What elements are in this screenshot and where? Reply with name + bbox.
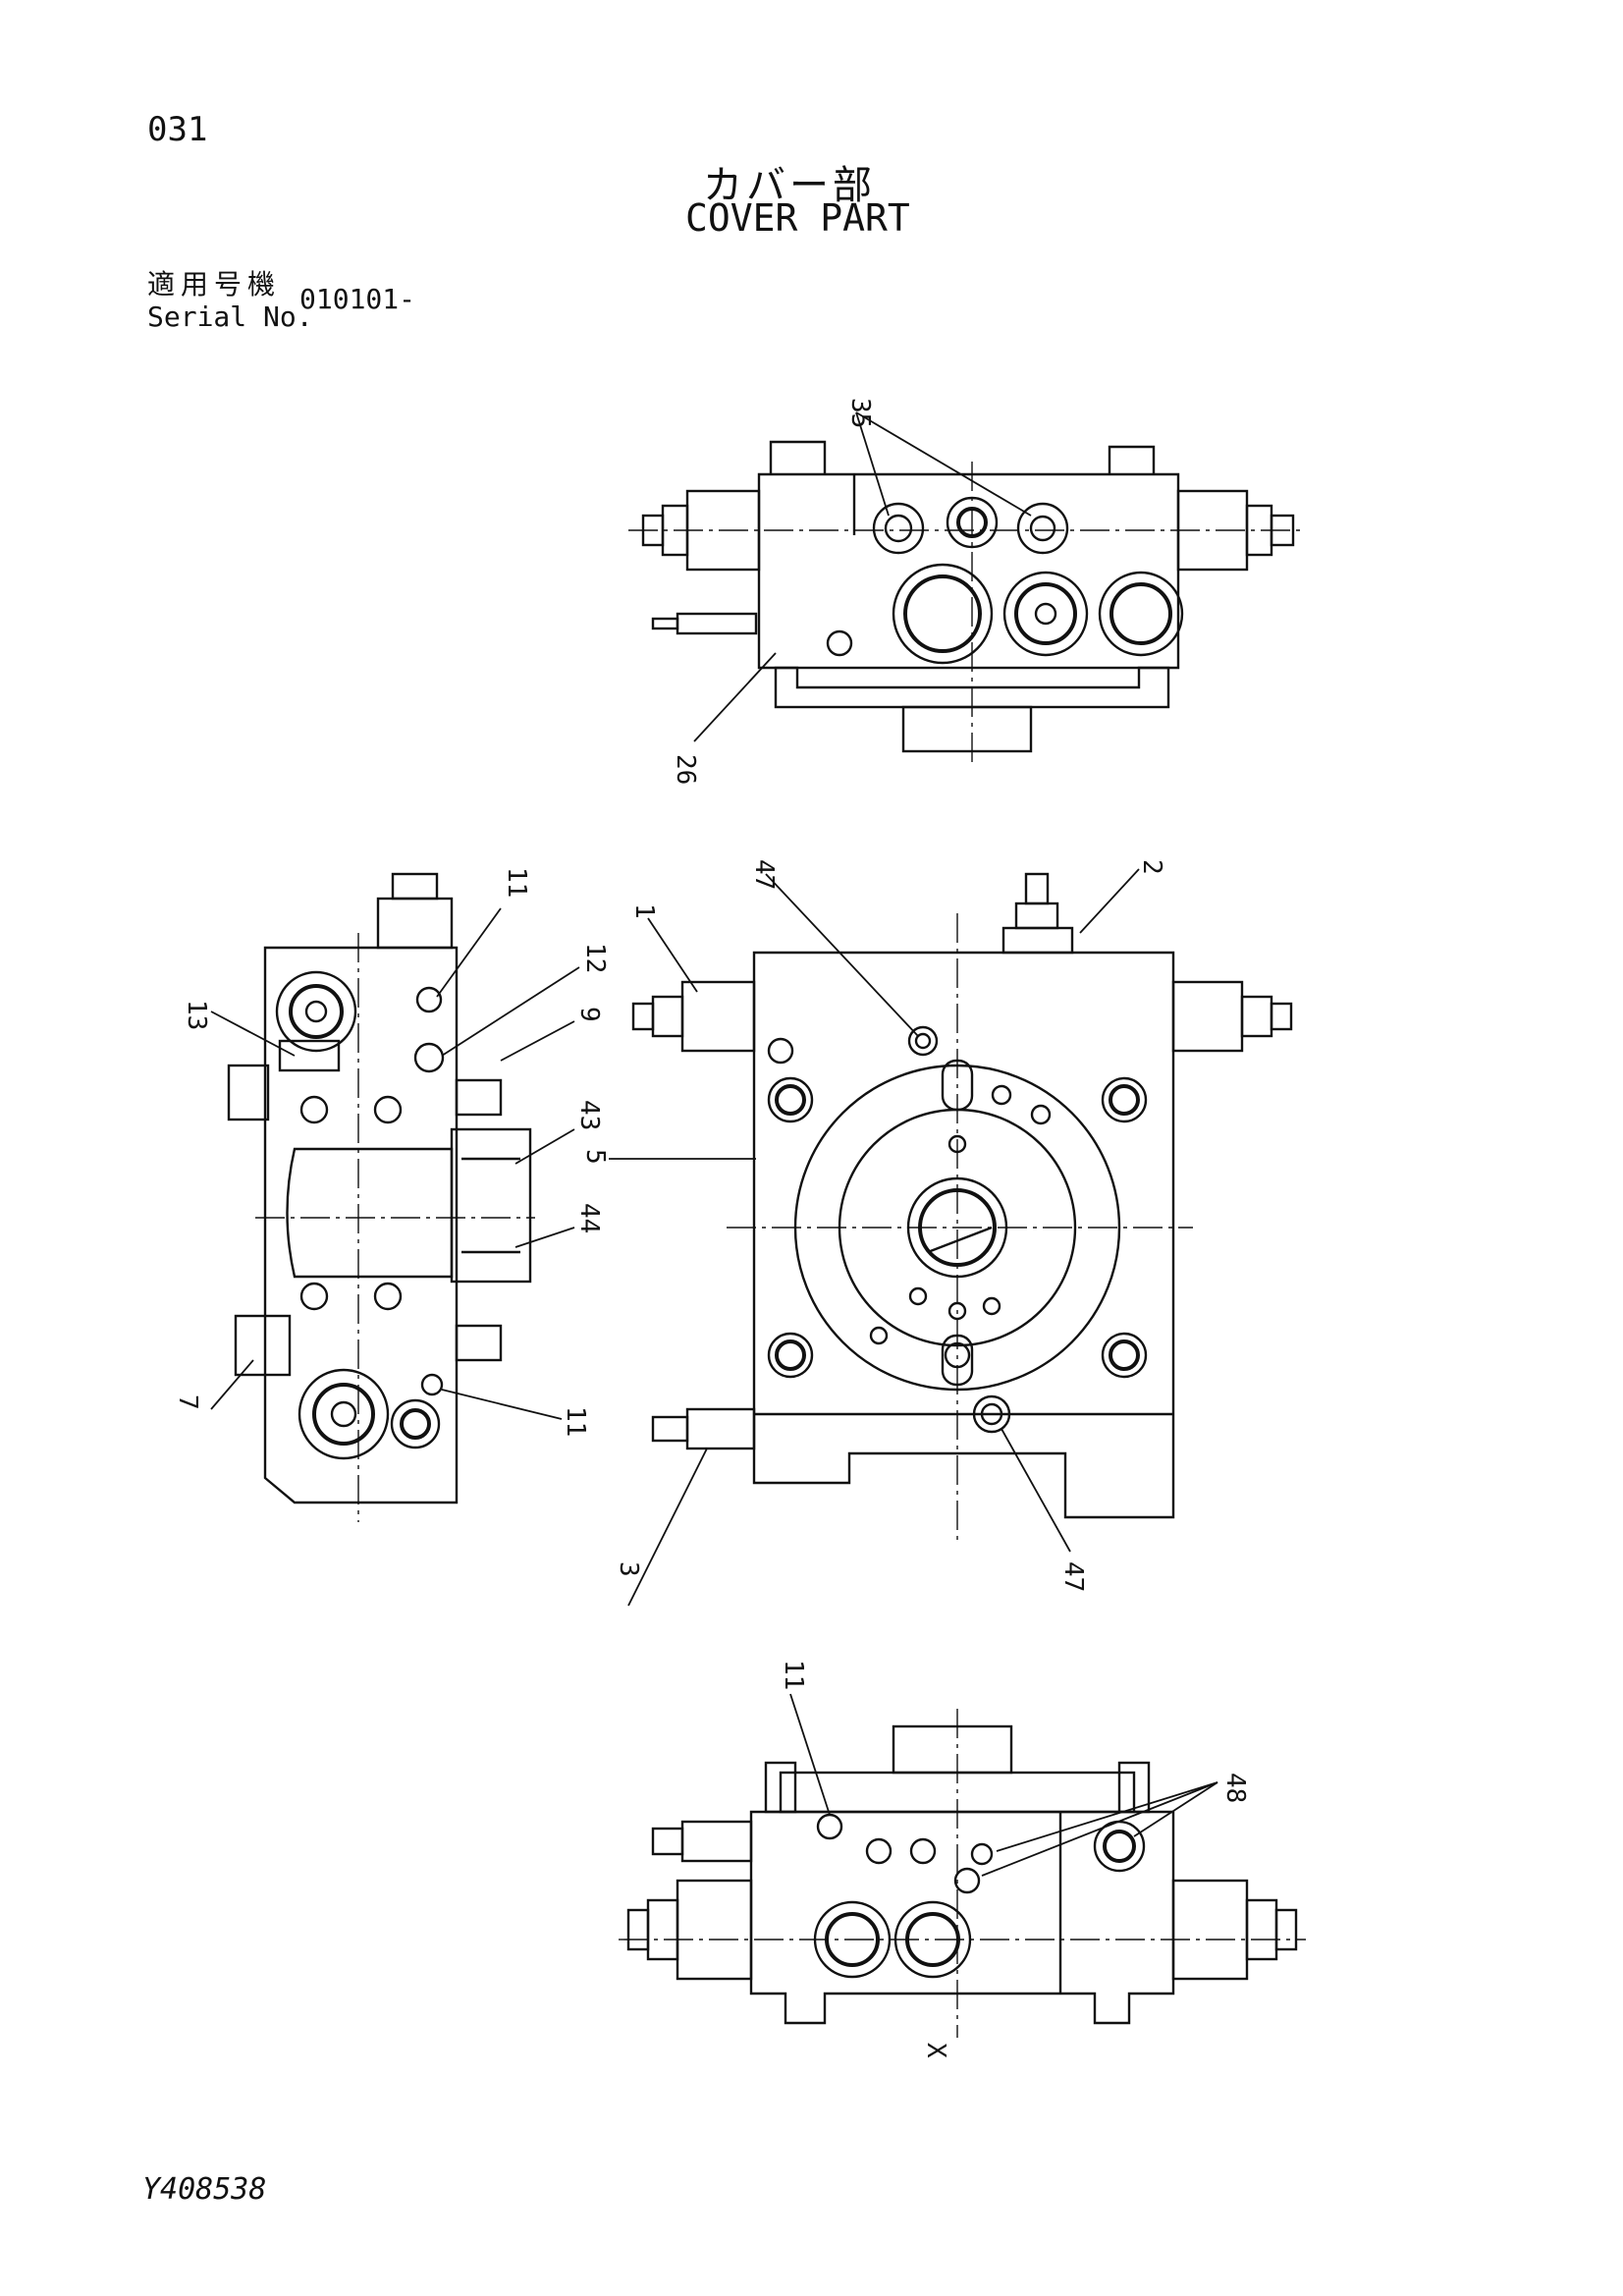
callout-1: 1 [629,903,659,919]
callout-47-top: 47 [749,859,779,890]
callout-48: 48 [1220,1773,1250,1803]
callout-11-top: 11 [502,867,531,898]
serial-label-english: Serial No. [147,301,313,333]
callout-7: 7 [173,1394,202,1410]
callout-11-bottom: 11 [779,1660,808,1690]
callout-35: 35 [845,398,875,428]
document-code: Y408538 [142,2172,267,2207]
callout-9: 9 [574,1007,604,1022]
callout-44: 44 [574,1203,604,1233]
top-view [628,411,1306,766]
callout-43: 43 [574,1100,604,1130]
title-japanese: カバー部 [703,163,876,208]
serial-number-value: 010101- [299,283,416,315]
callout-labels: 35 26 47 2 1 5 3 47 11 12 9 13 43 44 7 1… [173,398,1250,2058]
callout-47-bottom: 47 [1058,1561,1088,1592]
section-mark-x: X [921,2043,950,2058]
callout-11-side: 11 [561,1406,590,1437]
callout-26: 26 [671,754,700,785]
callout-13: 13 [182,1000,211,1030]
serial-label-japanese: 適用号機 [147,268,282,301]
callout-2: 2 [1137,859,1166,875]
bottom-view [619,1693,1306,2038]
callout-5: 5 [580,1149,610,1165]
title-english: COVER PART [685,196,910,240]
page-number: 031 [147,110,208,149]
callout-12: 12 [580,943,610,973]
callout-3: 3 [614,1561,643,1577]
side-view [210,872,580,1522]
front-view [609,868,1293,1607]
